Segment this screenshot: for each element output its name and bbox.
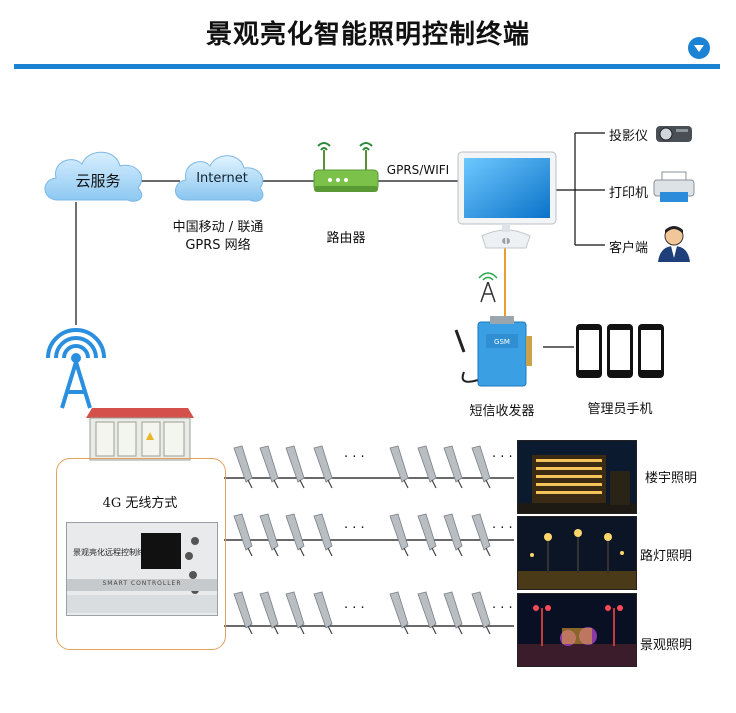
title-divider [14, 64, 720, 69]
building-lighting-label: 楼宇照明 [645, 471, 698, 486]
street-lighting-label: 路灯照明 [640, 549, 693, 564]
sms-modem-icon: GSM [454, 316, 532, 387]
ellipsis-row1-a: · · · [344, 450, 365, 465]
landscape-lighting-label: 景观照明 [640, 638, 693, 653]
page-title: 景观亮化智能照明控制终端 [205, 20, 530, 50]
printer-label: 打印机 [609, 186, 649, 201]
controller-group [56, 458, 226, 650]
sms-device-text: GSM [494, 338, 510, 346]
router-label: 路由器 [326, 231, 366, 246]
controller-keypad [185, 537, 205, 594]
substation-icon [86, 408, 194, 461]
client-label: 客户端 [609, 241, 649, 256]
monitor-icon: ◖◗ [457, 151, 557, 249]
ellipsis-row2-b: · · · [492, 521, 513, 536]
carrier-label-1: 中国移动 / 联通 [172, 220, 264, 235]
lamp-rows [233, 445, 491, 635]
controller-label: 4G 无线方式 [102, 496, 178, 511]
phones-icon [576, 324, 664, 378]
ellipsis-row1-b: · · · [492, 450, 513, 465]
svg-text:◖◗: ◖◗ [502, 236, 510, 245]
controller-terminals [67, 595, 217, 613]
sms-label: 短信收发器 [469, 404, 535, 419]
controller-screen [141, 533, 181, 569]
carrier-label-2: GPRS 网络 [185, 238, 251, 253]
ellipsis-row3-a: · · · [344, 601, 365, 616]
router-icon [313, 142, 379, 192]
link-label: GPRS/WIFI [386, 163, 450, 177]
cloud-icon [44, 151, 143, 202]
ellipsis-row3-b: · · · [492, 601, 513, 616]
controller-device: 景观亮化远程控制终端 SMART CONTROLLER [66, 522, 218, 616]
building-lighting-photo [517, 440, 637, 514]
internet-cloud-icon [175, 155, 264, 202]
chevron-down-icon[interactable] [688, 37, 710, 59]
antenna-icon [478, 272, 498, 303]
street-lighting-photo [517, 516, 637, 590]
user-icon [658, 226, 690, 262]
projector-icon [656, 126, 692, 142]
internet-label: Internet [196, 171, 248, 186]
controller-rail [67, 579, 217, 591]
phones-label: 管理员手机 [587, 402, 653, 417]
landscape-lighting-photo [517, 593, 637, 667]
controller-panel-text: 景观亮化远程控制终端 [73, 548, 153, 557]
projector-label: 投影仪 [609, 129, 649, 144]
ellipsis-row2-a: · · · [344, 521, 365, 536]
controller-brand: SMART CONTROLLER [102, 580, 182, 587]
cloud-label: 云服务 [75, 172, 121, 190]
cell-tower-icon [46, 328, 106, 409]
printer-icon [653, 171, 695, 202]
